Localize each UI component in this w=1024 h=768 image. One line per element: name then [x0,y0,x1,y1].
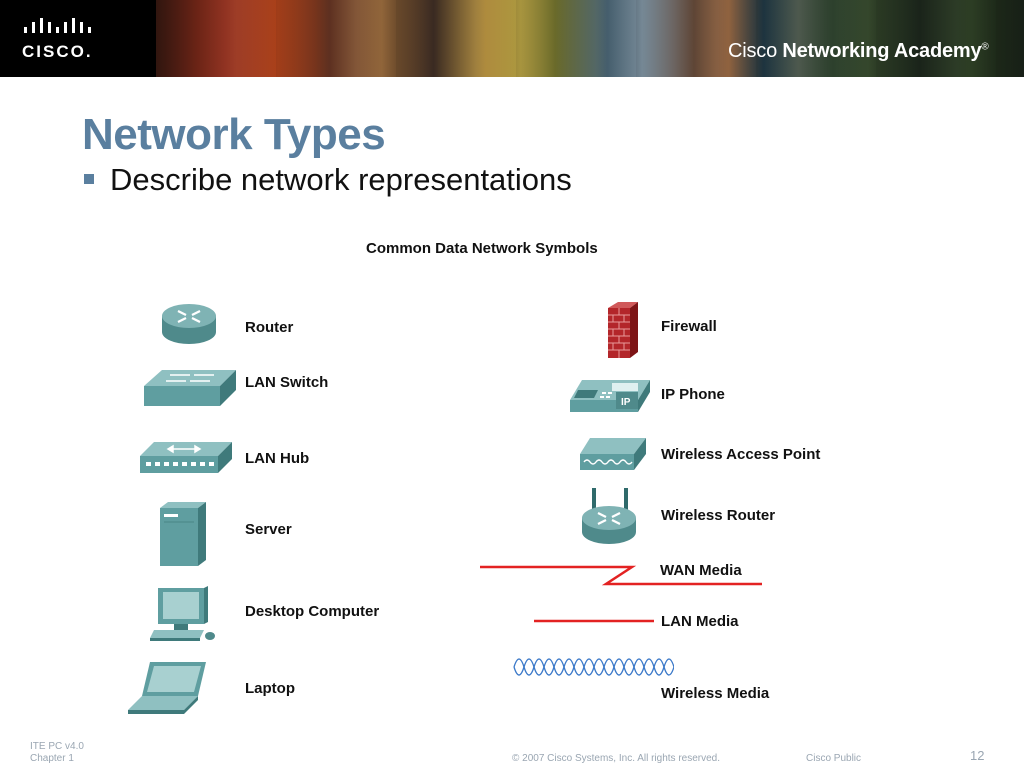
academy-logo-text: Cisco Networking Academy® [728,40,989,63]
wan-media-icon [480,565,762,586]
diagram-title: Common Data Network Symbols [366,240,598,257]
banner-fade [694,0,1024,77]
wireless-access-point-icon [580,438,646,470]
lan-switch-icon [144,370,236,406]
symbol-label-laptop: Laptop [245,680,295,697]
academy-cisco: Cisco [728,40,778,62]
header-banner: CISCO. Cisco Networking Academy® [0,0,1024,77]
ip-phone-badge: IP [621,397,631,408]
symbol-label-wan-media: WAN Media [660,562,742,579]
symbol-label-lan-media: LAN Media [661,613,739,630]
wireless-router-icon [582,488,636,544]
symbol-label-lan-switch: LAN Switch [245,374,329,391]
symbol-label-server: Server [245,521,292,538]
symbol-label-ip-phone: IP Phone [661,386,725,403]
router-icon [162,304,216,344]
academy-name: Networking Academy [782,40,982,62]
lan-media-icon [534,619,654,623]
bullet-marker [84,174,94,184]
desktop-computer-icon [150,586,215,641]
footer-copyright: © 2007 Cisco Systems, Inc. All rights re… [512,753,721,764]
footer-classification: Cisco Public [806,753,862,764]
cisco-logo-text: CISCO. [22,42,93,61]
photo-strip [156,0,1024,77]
server-icon [160,502,206,566]
lan-hub-icon [140,442,232,473]
bullet-text: Describe network representations [110,162,572,197]
logo-area [0,0,156,77]
symbol-label-router: Router [245,319,294,336]
registered-mark: ® [981,41,989,53]
photo-strip-shade [156,0,1024,77]
ip-phone-icon: IP [570,380,650,412]
cisco-bars-icon [24,18,91,33]
wireless-media-icon [513,658,674,676]
symbol-label-wireless-access-point: Wireless Access Point [661,446,821,463]
footer-course: ITE PC v4.0 [30,741,84,752]
symbol-label-desktop-computer: Desktop Computer [245,603,380,620]
page-number: 12 [970,748,985,763]
firewall-icon [608,302,638,358]
slide-title: Network Types [82,110,386,159]
symbol-label-firewall: Firewall [661,318,717,335]
symbol-label-lan-hub: LAN Hub [245,450,310,467]
footer-chapter: Chapter 1 [30,753,74,764]
laptop-icon [128,662,206,714]
symbol-label-wireless-media: Wireless Media [661,685,770,702]
symbol-label-wireless-router: Wireless Router [661,507,776,524]
